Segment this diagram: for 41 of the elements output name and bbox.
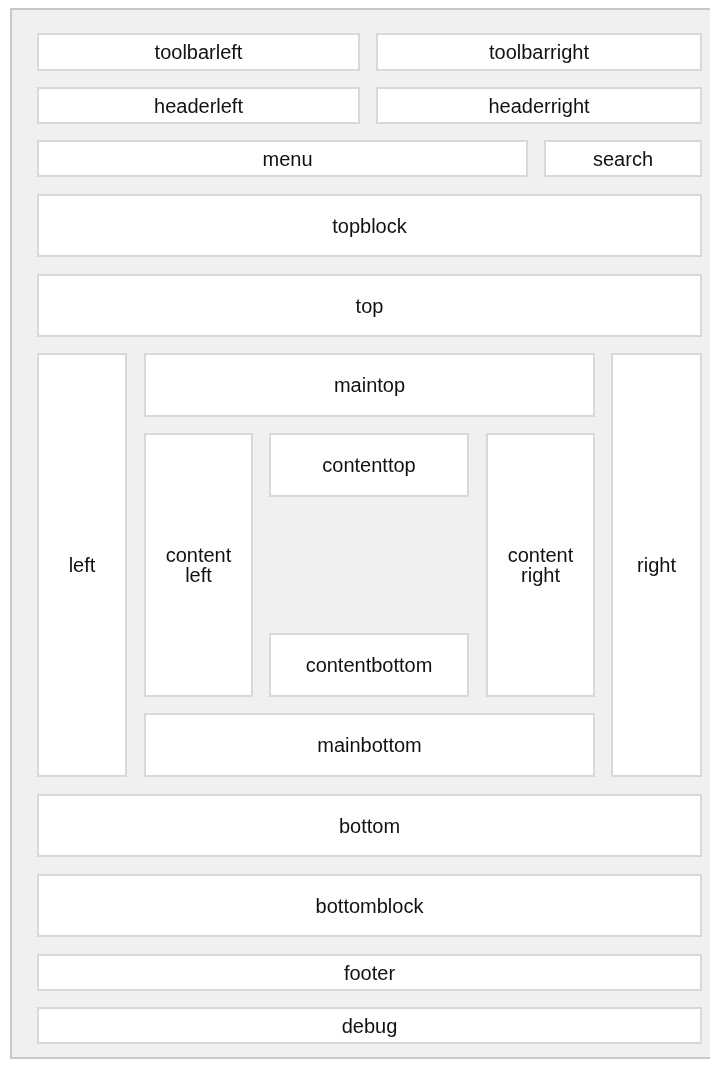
layout-region-box	[269, 433, 469, 497]
layout-region-box	[544, 140, 702, 177]
region-label: maintop	[333, 375, 406, 395]
region-label: right	[637, 555, 676, 575]
layout-region-box	[37, 874, 702, 937]
layout-region-box	[37, 794, 702, 857]
layout-region-box	[486, 433, 595, 697]
layout-panel	[10, 8, 710, 1059]
layout-region-box	[376, 87, 702, 124]
layout-region-box	[37, 353, 127, 777]
region-label: debug	[341, 1015, 398, 1036]
region-label: contenttop	[322, 455, 416, 475]
region-label: content left	[164, 545, 233, 585]
layout-region-box	[37, 1007, 702, 1044]
layout-region-box	[37, 140, 528, 177]
layout-region-box	[37, 194, 702, 257]
region-label: top	[355, 295, 384, 316]
layout-region-box	[37, 33, 360, 71]
layout-region-box	[144, 433, 253, 697]
layout-region-box	[269, 633, 469, 697]
region-label: toolbarleft	[154, 42, 243, 62]
region-label: content right	[506, 545, 575, 585]
layout-region-box	[37, 954, 702, 991]
region-label: bottomblock	[315, 895, 424, 916]
region-label: footer	[343, 962, 396, 983]
region-label: search	[593, 148, 653, 169]
region-label: left	[68, 555, 96, 575]
layout-region-box	[144, 353, 595, 417]
region-label: contentbottom	[305, 655, 433, 675]
layout-region-box	[376, 33, 702, 71]
region-label: toolbarright	[488, 42, 590, 62]
layout-region-box	[37, 274, 702, 337]
region-label: headerright	[488, 95, 590, 116]
region-label: mainbottom	[317, 735, 422, 755]
region-label: topblock	[332, 215, 407, 236]
layout-region-box	[611, 353, 702, 777]
region-label: menu	[261, 148, 313, 169]
layout-region-box	[37, 87, 360, 124]
region-label: headerleft	[154, 95, 243, 116]
layout-region-box	[144, 713, 595, 777]
region-label: bottom	[338, 815, 401, 836]
